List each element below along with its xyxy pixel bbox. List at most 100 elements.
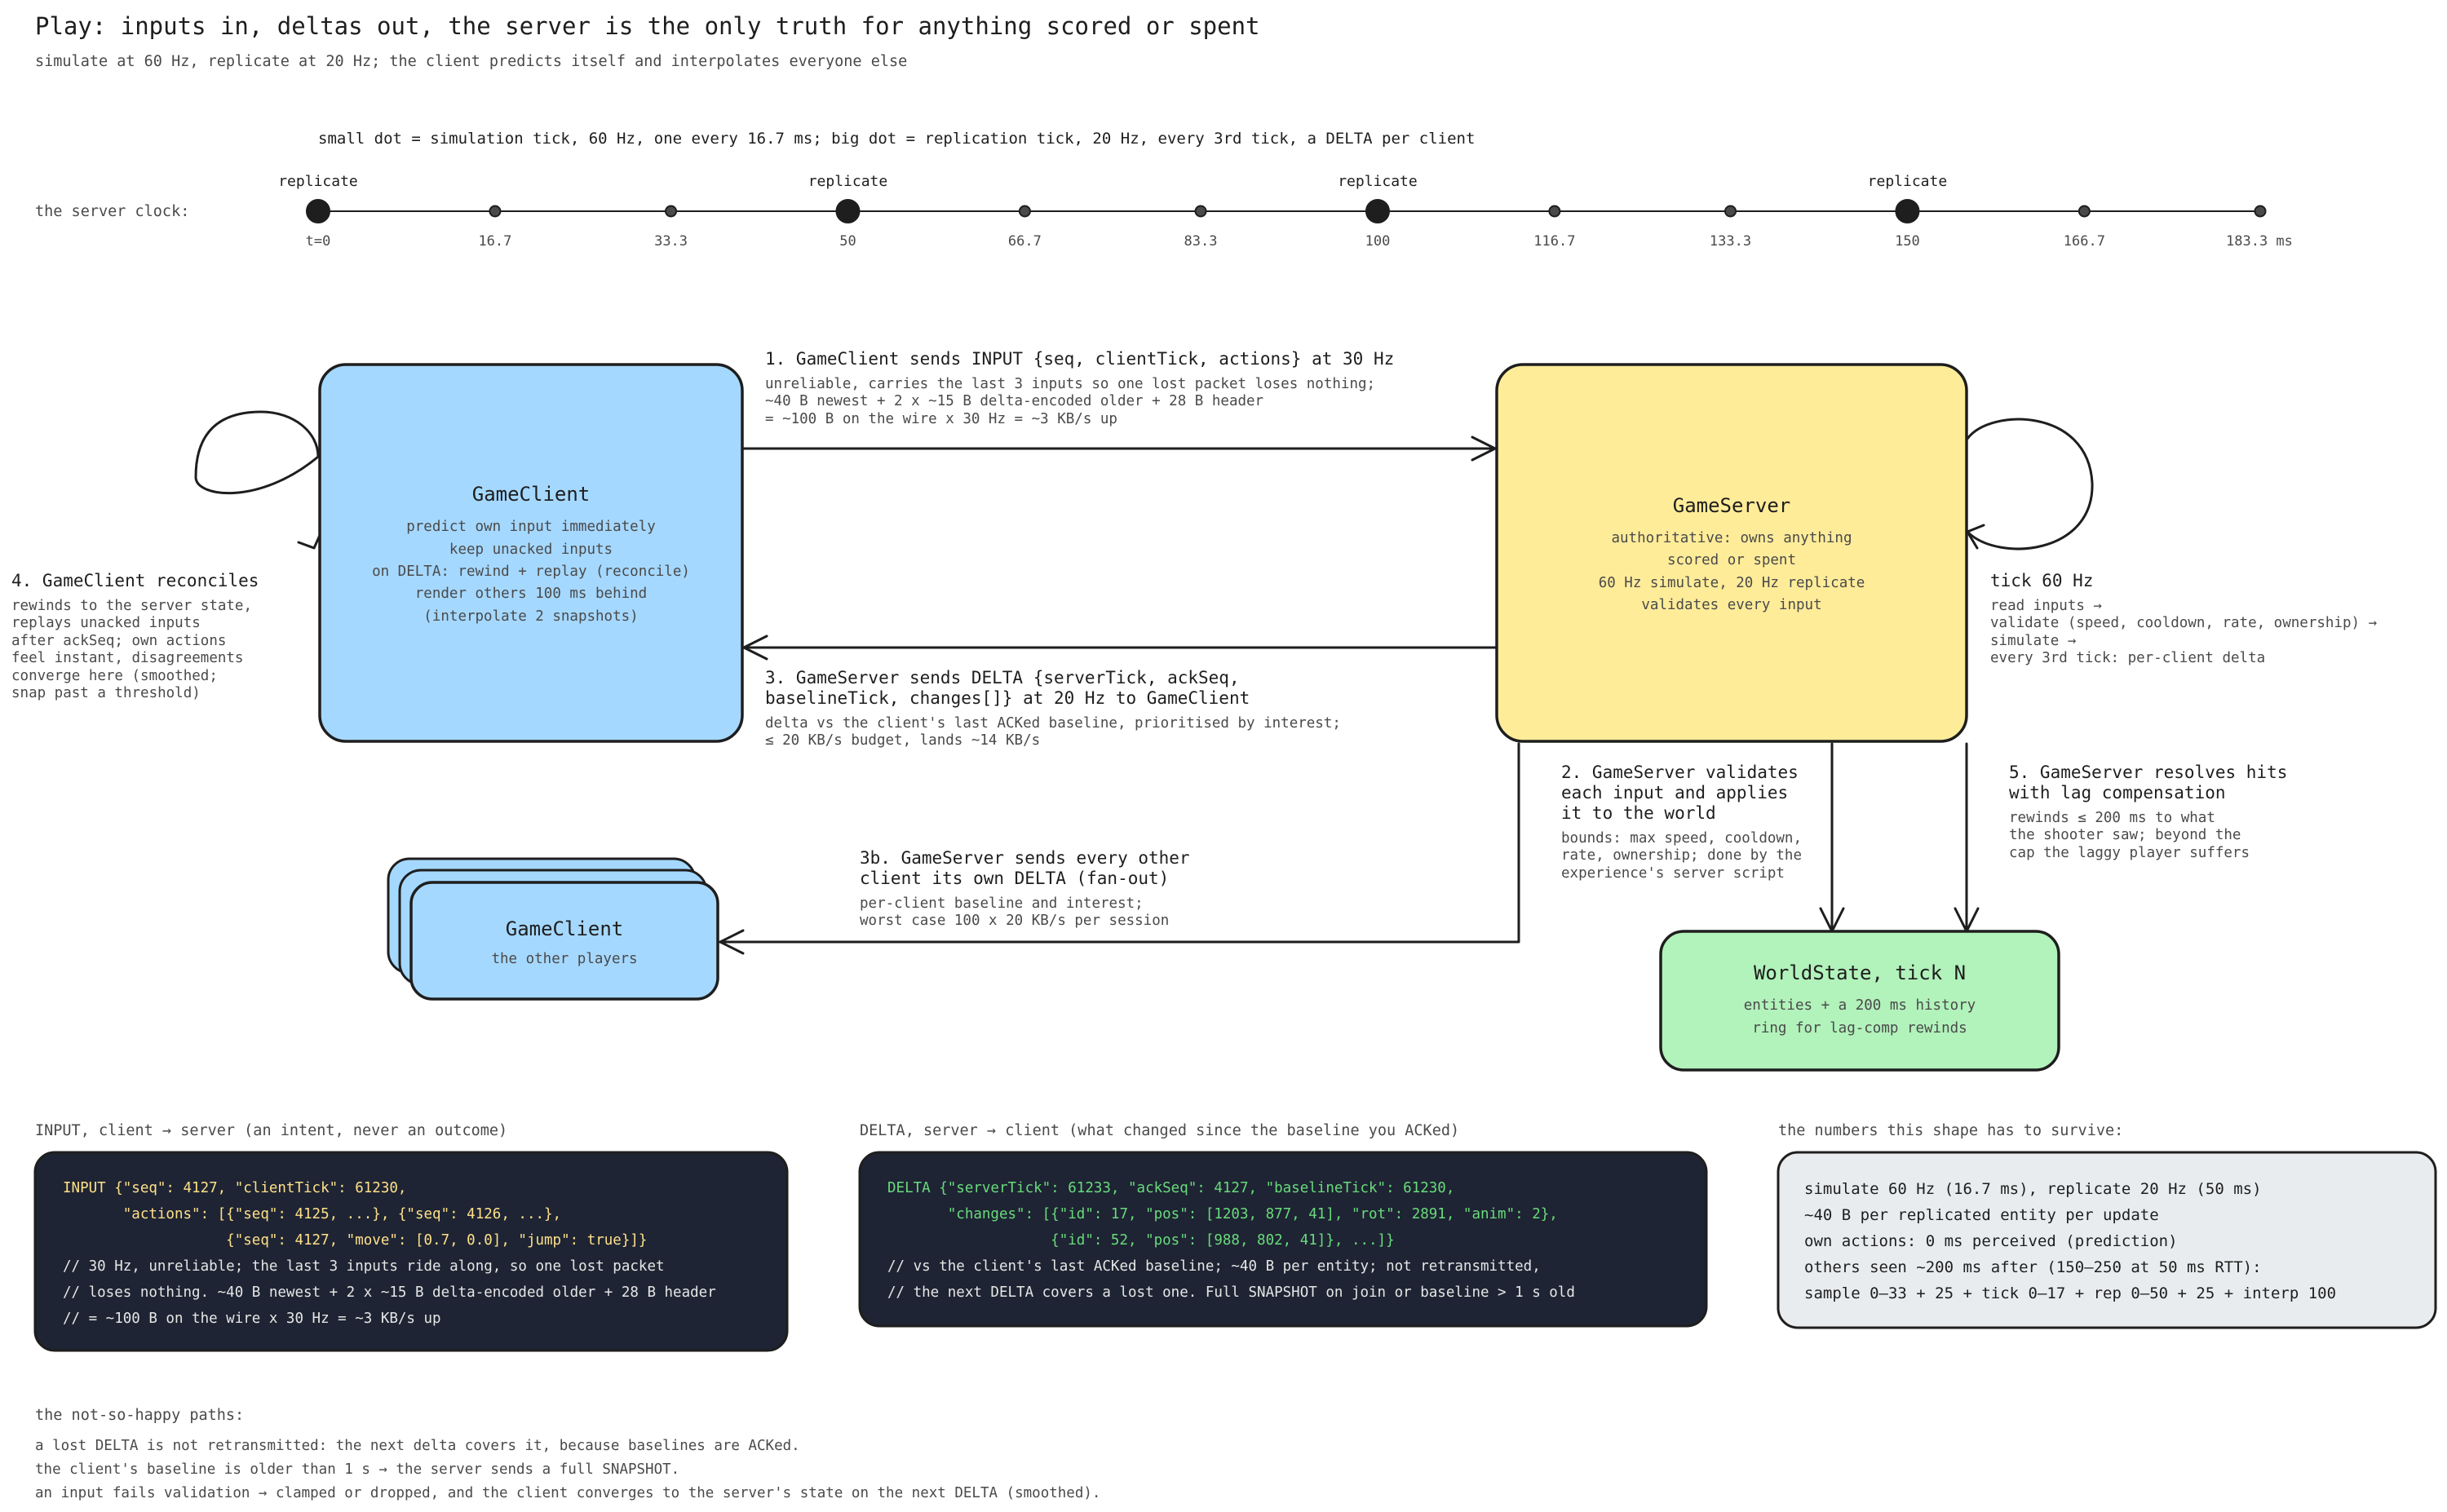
node-world-state: WorldState, tick N entities + a 200 ms h…: [1659, 930, 2060, 1072]
timeline-tick-label: 83.3: [1184, 233, 1218, 250]
server-tick-heading-1: tick 60 Hz: [1990, 571, 2093, 590]
node-game-client-box: [318, 363, 744, 743]
client-reconcile-note-1: rewinds to the server state,: [11, 598, 252, 614]
node-game-server: GameServer authoritative: owns anything …: [1495, 363, 1968, 743]
simulation-tick-dot: [1018, 205, 1031, 218]
edge-delta-label: 3. GameServer sends DELTA {serverTick, a…: [765, 668, 1341, 749]
delta-code-comment-2: // the next DELTA covers a lost one. Ful…: [887, 1284, 1575, 1301]
node-game-server-box: [1495, 363, 1968, 743]
server-tick-note-3: simulate →: [1990, 633, 2076, 649]
edge-delta-arrowhead: [742, 634, 768, 661]
failure-path-2: the client's baseline is older than 1 s …: [35, 1461, 679, 1478]
edge-delta-note-1: delta vs the client's last ACKed baselin…: [765, 715, 1341, 732]
node-game-server-line-2: scored or spent: [1667, 552, 1796, 568]
edge-lagcomp-note-2: the shooter saw; beyond the: [2009, 827, 2241, 843]
edge-lagcomp-note-1: rewinds ≤ 200 ms to what: [2009, 810, 2215, 826]
edge-validate-note-3: experience's server script: [1561, 865, 1785, 882]
node-game-client-title: GameClient: [472, 483, 591, 506]
edge-input-note-1: unreliable, carries the last 3 inputs so…: [765, 376, 1375, 392]
numbers-line-4: others seen ~200 ms after (150–250 at 50…: [1804, 1258, 2262, 1276]
page-title: Play: inputs in, deltas out, the server …: [35, 12, 1260, 40]
edge-validate-heading-3: it to the world: [1561, 803, 1716, 823]
timeline-tick-label: 183.3 ms: [2226, 233, 2293, 250]
replication-tick-dot: [835, 199, 861, 223]
numbers-line-3: own actions: 0 ms perceived (prediction): [1804, 1232, 2178, 1250]
node-game-client-line-2: keep unacked inputs: [449, 542, 613, 558]
numbers-line-5: sample 0–33 + 25 + tick 0–17 + rep 0–50 …: [1804, 1284, 2336, 1302]
replication-tick-dot: [306, 199, 330, 223]
node-game-client: GameClient predict own input immediately…: [318, 363, 744, 743]
node-game-client-line-1: predict own input immediately: [406, 519, 656, 535]
node-world-state-box: [1659, 930, 2060, 1072]
node-game-client-line-5: (interpolate 2 snapshots): [423, 608, 638, 625]
edge-lagcomp-label: 5. GameServer resolves hits with lag com…: [2009, 763, 2287, 861]
edge-validate-note-1: bounds: max speed, cooldown,: [1561, 830, 1802, 847]
numbers-panel: the numbers this shape has to survive: s…: [1777, 1122, 2437, 1329]
client-reconcile-note-5: converge here (smoothed;: [11, 668, 218, 684]
failure-paths-caption: the not-so-happy paths:: [35, 1407, 244, 1424]
edge-fanout-note-1: per-client baseline and interest;: [860, 895, 1144, 912]
simulation-tick-dot: [2078, 205, 2091, 218]
timeline-legend: small dot = simulation tick, 60 Hz, one …: [318, 130, 1475, 148]
client-reconcile-arrowhead: [297, 530, 323, 550]
replication-tick-dot: [1365, 199, 1390, 223]
node-game-client-line-4: render others 100 ms behind: [415, 586, 647, 602]
timeline-tick-label: 116.7: [1533, 233, 1575, 250]
server-tick-note-1: read inputs →: [1990, 598, 2102, 614]
client-reconcile-note-4: feel instant, disagreements: [11, 650, 243, 666]
timeline-tick-label: 50: [839, 233, 856, 250]
server-tick-note-2: validate (speed, cooldown, rate, ownersh…: [1990, 615, 2377, 631]
node-game-server-line-1: authoritative: owns anything: [1611, 530, 1852, 546]
timeline-label: the server clock:: [35, 203, 189, 220]
node-other-clients-title: GameClient: [506, 917, 624, 940]
edge-delta-heading-1: 3. GameServer sends DELTA {serverTick, a…: [765, 668, 1240, 687]
timeline-tick-label: 100: [1365, 233, 1391, 250]
numbers-panel-caption: the numbers this shape has to survive:: [1778, 1122, 2123, 1139]
client-reconcile-heading-1: 4. GameClient reconciles: [11, 571, 259, 590]
input-code-comment-1: // 30 Hz, unreliable; the last 3 inputs …: [63, 1258, 665, 1275]
edge-fanout-arrowhead: [719, 929, 745, 955]
edge-validate-note-2: rate, ownership; done by the: [1561, 847, 1802, 864]
server-tick-arrowhead: [1966, 524, 1985, 550]
edge-fanout-line: [719, 742, 1520, 944]
node-other-clients-line-1: the other players: [491, 951, 637, 967]
client-reconcile-note-6: snap past a threshold): [11, 685, 201, 701]
delta-code-line-1: DELTA {"serverTick": 61233, "ackSeq": 41…: [887, 1180, 1454, 1196]
edge-lagcomp-heading-1: 5. GameServer resolves hits: [2009, 763, 2287, 782]
numbers-line-2: ~40 B per replicated entity per update: [1804, 1206, 2159, 1224]
input-code-line-3: {"seq": 4127, "move": [0.7, 0.0], "jump"…: [63, 1232, 647, 1249]
timeline-tick-label: 150: [1895, 233, 1920, 250]
input-panel-caption: INPUT, client → server (an intent, never…: [35, 1122, 507, 1139]
simulation-tick-dot: [1194, 205, 1207, 218]
delta-code-line-2: "changes": [{"id": 17, "pos": [1203, 877…: [887, 1206, 1558, 1222]
edge-input-note-3: = ~100 B on the wire x 30 Hz = ~3 KB/s u…: [765, 411, 1117, 427]
server-tick-label: tick 60 Hz read inputs → validate (speed…: [1990, 571, 2377, 666]
input-code-comment-2: // loses nothing. ~40 B newest + 2 x ~15…: [63, 1284, 716, 1301]
node-world-state-line-2: ring for lag-comp rewinds: [1752, 1020, 1967, 1037]
node-game-client-line-3: on DELTA: rewind + replay (reconcile): [372, 564, 690, 580]
edge-validate-label: 2. GameServer validates each input and a…: [1561, 763, 1802, 882]
node-game-server-line-3: 60 Hz simulate, 20 Hz replicate: [1599, 575, 1865, 591]
edge-lagcomp-note-3: cap the laggy player suffers: [2009, 845, 2250, 861]
timeline-tick-label: 66.7: [1008, 233, 1042, 250]
delta-code-comment-1: // vs the client's last ACKed baseline; …: [887, 1258, 1541, 1275]
edge-input-arrowhead: [1471, 435, 1497, 462]
simulation-tick-dot: [2254, 205, 2267, 218]
delta-panel: DELTA, server → client (what changed sin…: [858, 1122, 1708, 1328]
replicate-label: replicate: [278, 173, 358, 190]
delta-panel-caption: DELTA, server → client (what changed sin…: [860, 1122, 1459, 1139]
timeline-tick-label: t=0: [306, 233, 331, 250]
simulation-tick-dot: [1548, 205, 1561, 218]
input-panel: INPUT, client → server (an intent, never…: [33, 1122, 789, 1352]
edge-input-label: 1. GameClient sends INPUT {seq, clientTi…: [765, 349, 1394, 427]
edge-fanout-note-2: worst case 100 x 20 KB/s per session: [860, 913, 1169, 929]
edge-lagcomp-heading-2: with lag compensation: [2009, 783, 2226, 802]
replication-tick-dot: [1895, 199, 1920, 223]
node-world-state-title: WorldState, tick N: [1754, 962, 1966, 984]
numbers-panel-box: [1777, 1151, 2437, 1329]
server-clock-timeline: small dot = simulation tick, 60 Hz, one …: [35, 130, 2293, 250]
failure-paths: the not-so-happy paths: a lost DELTA is …: [35, 1407, 1100, 1501]
simulation-tick-dot: [665, 205, 678, 218]
